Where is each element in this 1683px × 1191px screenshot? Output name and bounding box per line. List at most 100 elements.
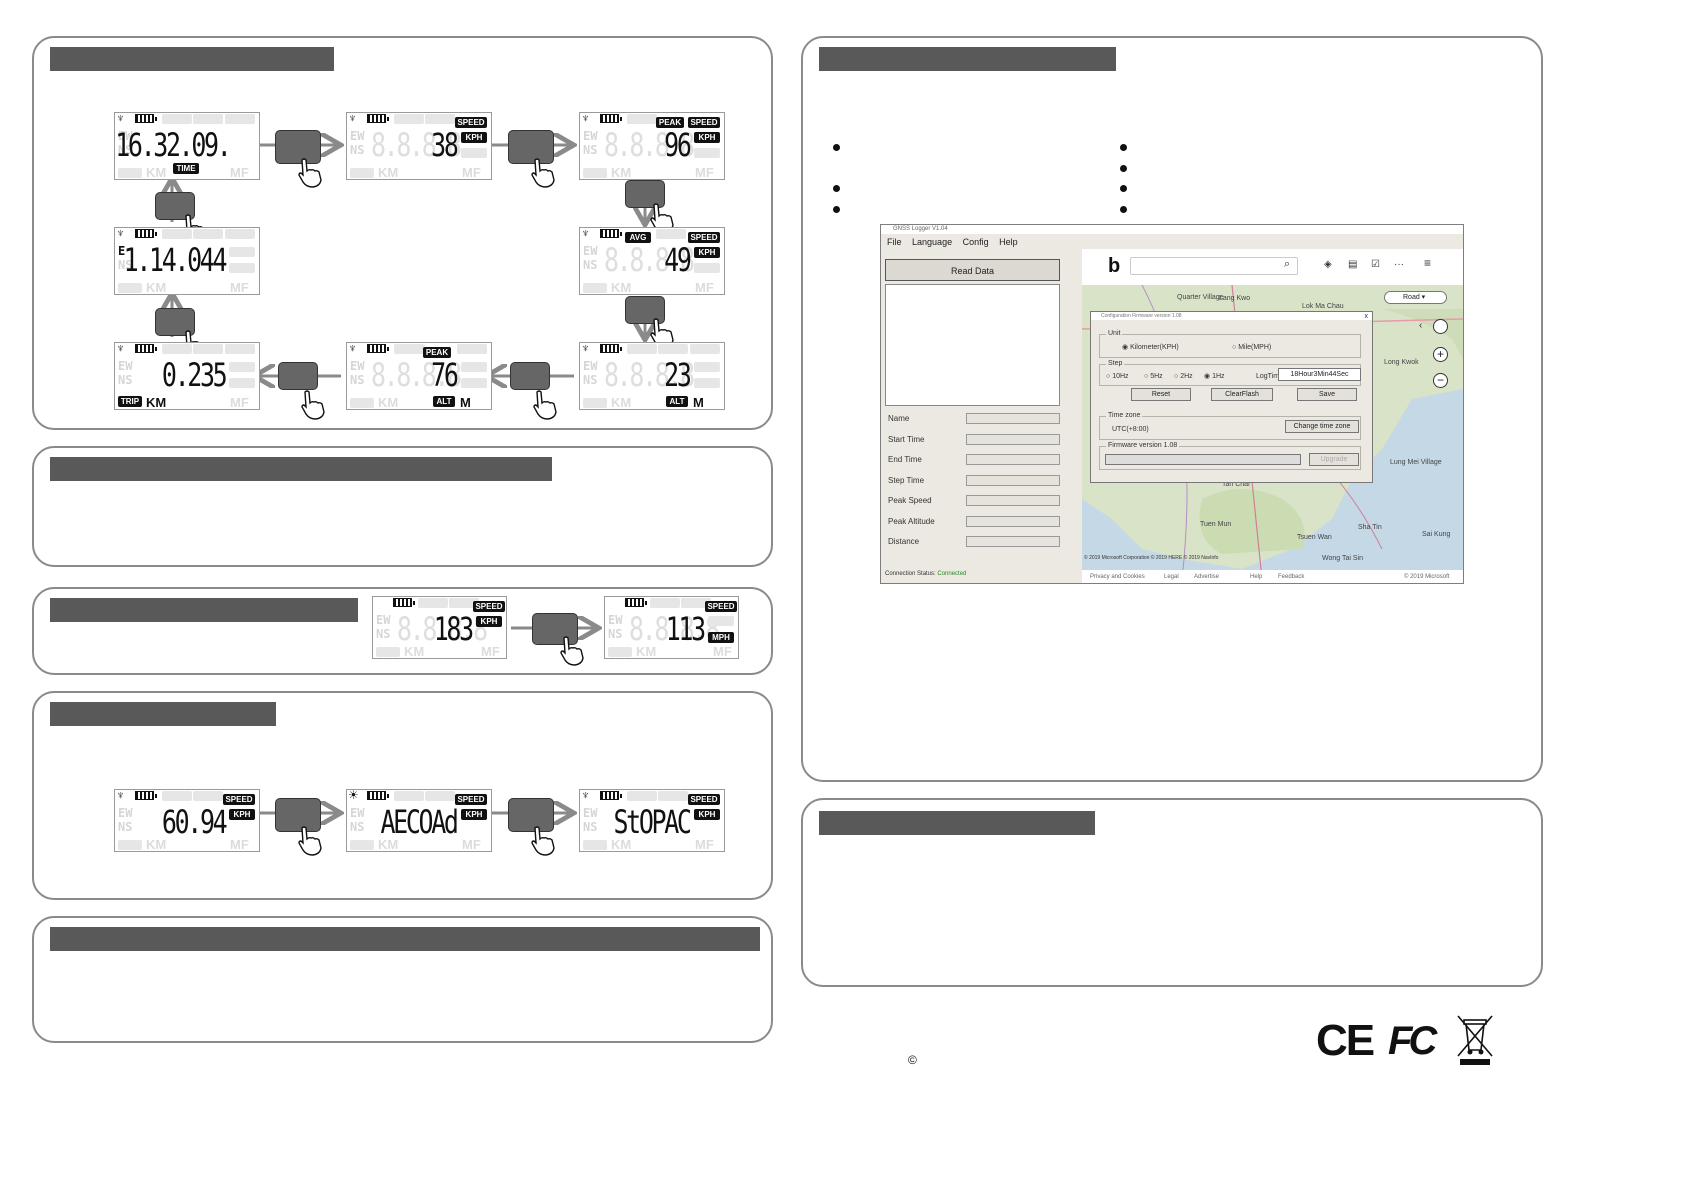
- track-list[interactable]: [885, 284, 1060, 406]
- upgrade-button[interactable]: Upgrade: [1309, 453, 1359, 466]
- peak-altitude-field[interactable]: [966, 516, 1060, 527]
- mph-label: Mile(MPH): [1238, 344, 1272, 351]
- mode-button[interactable]: [275, 130, 321, 164]
- mode-button[interactable]: [625, 180, 665, 208]
- distance-field[interactable]: [966, 536, 1060, 547]
- battery-icon: [135, 791, 157, 800]
- mode-button[interactable]: [510, 362, 550, 390]
- share-icon[interactable]: ☑: [1371, 259, 1380, 270]
- reset-button[interactable]: Reset: [1131, 388, 1191, 401]
- unit-button[interactable]: [532, 613, 578, 645]
- bullet: [1120, 206, 1127, 213]
- menu-help[interactable]: Help: [999, 237, 1018, 247]
- end-time-field[interactable]: [966, 454, 1060, 465]
- more-icon[interactable]: ···: [1394, 259, 1404, 270]
- name-field[interactable]: [966, 413, 1060, 424]
- change-timezone-button[interactable]: Change time zone: [1285, 420, 1359, 433]
- mode-button[interactable]: [155, 308, 195, 336]
- map-view[interactable]: b ⌕ ◈ ▤ ☑ ··· ≡ Road ▾ + − ‹ Quarter Vil…: [1082, 249, 1463, 583]
- radio-5hz[interactable]: ○ 5Hz: [1144, 373, 1163, 380]
- meter-unit: M: [460, 395, 471, 410]
- footer-link[interactable]: Legal: [1164, 574, 1179, 580]
- peak-speed-field[interactable]: [966, 495, 1060, 506]
- ew-label: EW: [376, 613, 391, 627]
- ghost-km: KM: [611, 395, 632, 410]
- ns-label: NS: [583, 373, 598, 387]
- menu-file[interactable]: File: [887, 237, 902, 247]
- ghost-label: [229, 378, 255, 388]
- record-button[interactable]: [508, 798, 554, 832]
- radio-10hz[interactable]: ○ 10Hz: [1106, 373, 1129, 380]
- radio-2hz[interactable]: ○ 2Hz: [1174, 373, 1193, 380]
- lcd-trip: ♆ EW NS 0.235 TRIP KM MF: [114, 341, 260, 410]
- map-search-input[interactable]: [1130, 257, 1298, 275]
- map-pan-icon[interactable]: ‹: [1419, 320, 1423, 331]
- section-heading-bar: [50, 927, 760, 951]
- pointing-hand-icon: [531, 158, 555, 188]
- mode-button[interactable]: [625, 296, 665, 324]
- lcd-digits: 16.32.09.: [114, 126, 232, 164]
- ew-label: EW: [583, 129, 598, 143]
- ghost-label: [658, 344, 688, 354]
- locate-me-icon[interactable]: [1433, 319, 1448, 334]
- ns-label: NS: [350, 373, 365, 387]
- dim-digits: 8.8.8.8: [629, 610, 720, 648]
- traffic-icon[interactable]: ▤: [1348, 259, 1358, 270]
- save-button[interactable]: Save: [1297, 388, 1357, 401]
- zoom-in-icon[interactable]: +: [1433, 347, 1448, 362]
- start-time-field[interactable]: [966, 434, 1060, 445]
- lcd-stop-record: ♆ SPEED EW NS StOPAC KPH KM MF: [579, 788, 725, 852]
- footer-link[interactable]: Advertise: [1194, 574, 1220, 580]
- ghost-label: [425, 114, 455, 124]
- footer-link[interactable]: Help: [1250, 574, 1263, 580]
- field-label: Distance: [888, 537, 920, 546]
- read-data-button[interactable]: Read Data: [885, 259, 1060, 281]
- ghost-label: [583, 840, 607, 850]
- clearflash-button[interactable]: ClearFlash: [1211, 388, 1273, 401]
- unit-tag: KPH: [694, 247, 720, 258]
- menu-icon[interactable]: ≡: [1424, 256, 1432, 270]
- lcd-altitude: ♆ EW NS 8.8.8.8 23 KM ALT M: [579, 341, 725, 410]
- satellite-icon: ♆: [581, 226, 590, 240]
- lcd-record: ☀ SPEED EW NS AECOAd KPH KM MF: [346, 788, 492, 852]
- footer-link[interactable]: Feedback: [1278, 574, 1305, 580]
- bullet: [1120, 165, 1127, 172]
- record-button[interactable]: [275, 798, 321, 832]
- road-label: Road: [1403, 294, 1420, 301]
- ghost-km: KM: [404, 644, 425, 659]
- unit-tag: KPH: [694, 132, 720, 143]
- battery-icon: [135, 114, 157, 123]
- bullet: [1120, 144, 1127, 151]
- unit-tag: KPH: [229, 809, 255, 820]
- directions-icon[interactable]: ◈: [1324, 259, 1332, 270]
- radio-mph[interactable]: ○ Mile(MPH): [1232, 344, 1272, 351]
- footer-link[interactable]: Privacy and Cookies: [1090, 574, 1145, 580]
- radio-kph[interactable]: ◉ Kilometer(KPH): [1122, 344, 1179, 351]
- map-place: Lang Kwo: [1219, 295, 1251, 302]
- ghost-label: [658, 791, 688, 801]
- lcd-digits: 183: [433, 610, 474, 648]
- road-dropdown[interactable]: Road ▾: [1384, 291, 1447, 304]
- mode-button[interactable]: [508, 130, 554, 164]
- ce-mark: CE: [1316, 1016, 1375, 1065]
- ghost-label: [193, 114, 223, 124]
- weee-bin-icon: [1457, 1015, 1493, 1065]
- menu-config[interactable]: Config: [962, 237, 989, 247]
- ghost-label: [583, 398, 607, 408]
- ghost-mf: MF: [695, 165, 714, 180]
- menu-language[interactable]: Language: [912, 237, 953, 247]
- mode-button[interactable]: [278, 362, 318, 390]
- search-icon[interactable]: ⌕: [1284, 258, 1291, 270]
- unit-tag: KPH: [476, 616, 502, 627]
- zoom-out-icon[interactable]: −: [1433, 373, 1448, 388]
- step-time-field[interactable]: [966, 475, 1060, 486]
- lcd-digits: 76: [431, 356, 460, 394]
- ghost-label: [461, 378, 487, 388]
- lcd-digits: 113: [665, 610, 706, 648]
- close-icon[interactable]: x: [1364, 313, 1369, 320]
- ghost-label: [708, 616, 734, 626]
- ghost-label: [118, 168, 142, 178]
- ns-label: NS: [350, 820, 365, 834]
- radio-1hz[interactable]: ◉ 1Hz: [1204, 373, 1225, 380]
- ghost-label: [394, 114, 424, 124]
